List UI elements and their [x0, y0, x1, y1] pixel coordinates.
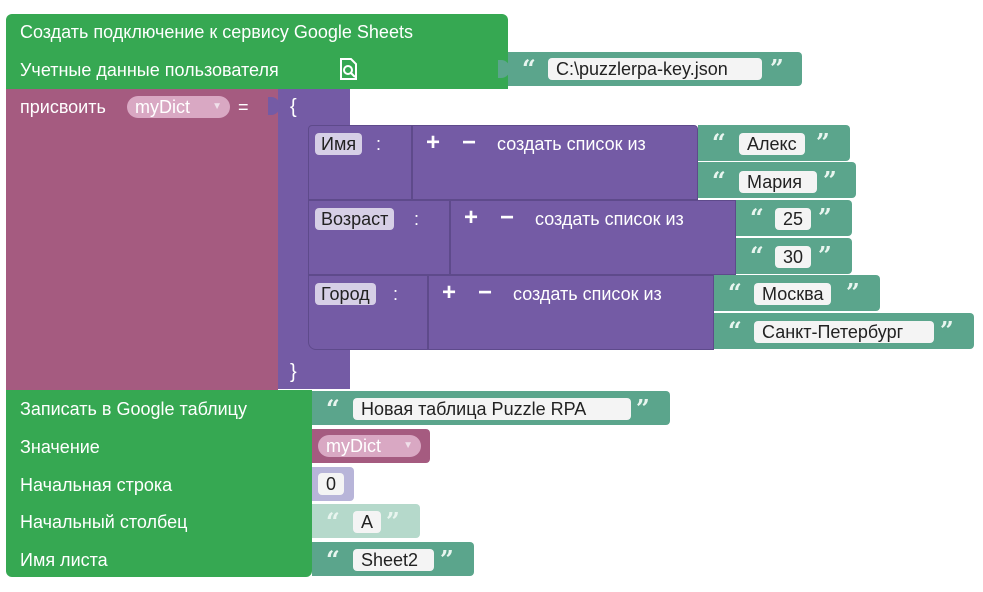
quote-close-icon: ” — [818, 203, 832, 232]
value-label: Значение — [20, 437, 100, 457]
colon: : — [376, 134, 382, 154]
list-block-city[interactable] — [428, 275, 714, 350]
start-col-label: Начальный столбец — [20, 512, 188, 532]
quote-close-icon: ” — [386, 507, 400, 536]
quote-close-icon: ” — [846, 278, 860, 307]
quote-open-icon: “ — [728, 278, 742, 307]
dict-connector — [268, 97, 280, 115]
dict-key-name[interactable]: Имя — [315, 133, 363, 155]
start-col-field[interactable]: A — [353, 511, 382, 533]
credentials-label: Учетные данные пользователя — [20, 60, 279, 80]
plus-button[interactable]: + — [442, 279, 457, 306]
dict-key-city[interactable]: Город — [315, 283, 376, 305]
quote-close-icon: ” — [636, 394, 650, 423]
quote-close-icon: ” — [940, 316, 954, 345]
quote-open-icon: “ — [712, 128, 726, 157]
list-block-name[interactable] — [412, 125, 698, 200]
write-title: Записать в Google таблицу — [20, 399, 247, 419]
quote-close-icon: ” — [818, 241, 832, 270]
quote-close-icon: ” — [770, 54, 784, 83]
sheet-name-field[interactable]: Sheet2 — [353, 549, 434, 571]
key-path-field[interactable]: C:\puzzlerpa-key.json — [548, 58, 762, 80]
quote-close-icon: ” — [816, 128, 830, 157]
plus-button[interactable]: + — [426, 129, 441, 156]
quote-close-icon: ” — [440, 545, 454, 574]
list-label: создать список из — [535, 209, 684, 229]
plus-button[interactable]: + — [464, 204, 479, 231]
string-field-25[interactable]: 25 — [775, 208, 812, 230]
table-name-field[interactable]: Новая таблица Puzzle RPA — [353, 398, 631, 420]
assign-label: присвоить — [20, 97, 106, 117]
assign-variable-name: myDict — [135, 97, 190, 117]
quote-open-icon: “ — [750, 241, 764, 270]
chevron-down-icon: ▼ — [212, 101, 222, 112]
open-brace: { — [290, 96, 297, 118]
quote-open-icon: “ — [326, 545, 340, 574]
key-path-connector — [498, 60, 510, 78]
assign-equals: = — [238, 97, 249, 117]
connect-block[interactable] — [6, 14, 508, 89]
quote-open-icon: “ — [728, 316, 742, 345]
colon: : — [414, 209, 420, 229]
close-brace: } — [290, 361, 297, 383]
minus-button[interactable]: − — [462, 129, 477, 156]
connect-title: Создать подключение к сервису Google She… — [20, 22, 413, 42]
minus-button[interactable]: − — [500, 204, 515, 231]
value-variable-dropdown[interactable]: myDict ▼ — [318, 435, 421, 457]
file-search-icon[interactable] — [338, 57, 360, 81]
quote-open-icon: “ — [326, 507, 340, 536]
assign-variable-dropdown[interactable]: myDict ▼ — [127, 96, 230, 118]
assign-block[interactable] — [6, 89, 278, 390]
quote-open-icon: “ — [326, 394, 340, 423]
quote-close-icon: ” — [823, 166, 837, 195]
string-field-spb[interactable]: Санкт-Петербург — [754, 321, 934, 343]
write-block[interactable] — [6, 390, 312, 577]
quote-open-icon: “ — [712, 166, 726, 195]
list-label: создать список из — [513, 284, 662, 304]
value-variable-name: myDict — [326, 436, 381, 456]
string-field-30[interactable]: 30 — [775, 246, 812, 268]
start-row-field[interactable]: 0 — [318, 473, 345, 495]
dict-key-age[interactable]: Возраст — [315, 208, 395, 230]
quote-open-icon: “ — [750, 203, 764, 232]
colon: : — [393, 284, 399, 304]
list-label: создать список из — [497, 134, 646, 154]
quote-open-icon: “ — [522, 54, 536, 83]
chevron-down-icon: ▼ — [403, 440, 413, 451]
start-row-label: Начальная строка — [20, 475, 173, 495]
minus-button[interactable]: − — [478, 279, 493, 306]
string-field-maria[interactable]: Мария — [739, 171, 817, 193]
string-field-alex[interactable]: Алекс — [739, 133, 805, 155]
list-block-age[interactable] — [450, 200, 736, 275]
string-field-moscow[interactable]: Москва — [754, 283, 832, 305]
sheet-label: Имя листа — [20, 550, 108, 570]
